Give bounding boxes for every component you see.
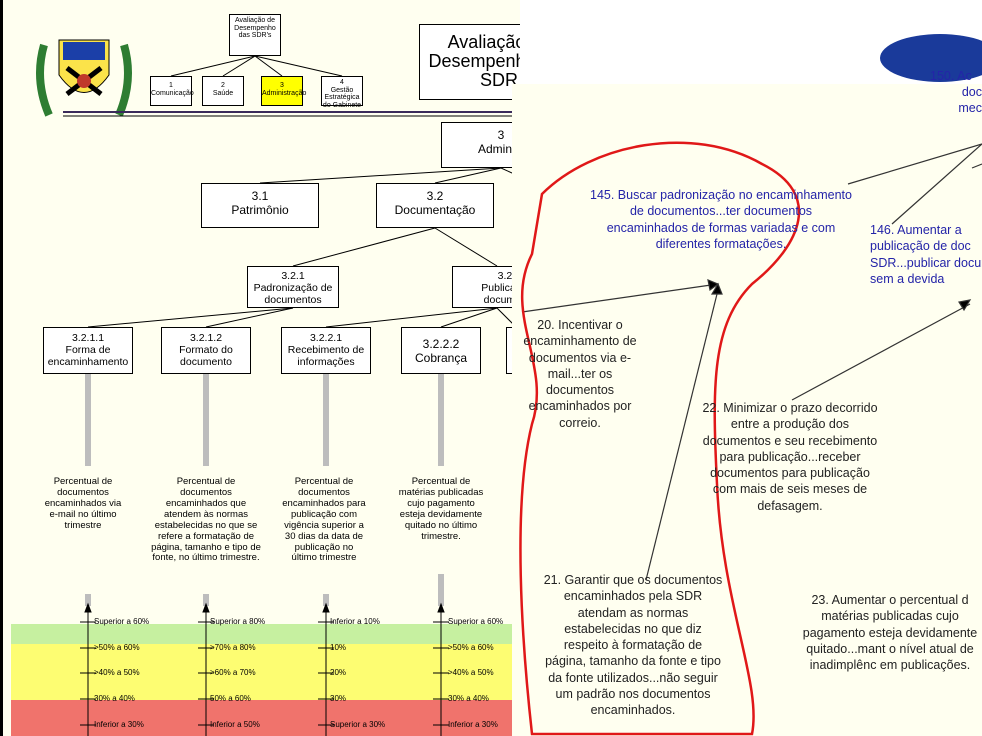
- tick-label: >70% a 80%: [210, 643, 256, 652]
- tick-label: Superior a 60%: [448, 617, 504, 626]
- tick-label: 30%: [330, 694, 347, 703]
- node-3-2[interactable]: 3.2 Documentação: [376, 183, 494, 228]
- indicator-text-2: Percentual de documentos encaminhados qu…: [151, 476, 261, 564]
- mini-tab-2[interactable]: 2 Saúde: [202, 76, 244, 106]
- node-3-2-2-1[interactable]: 3.2.2.1 Recebimento de informações: [281, 327, 371, 374]
- mini-tab-label: Comunicação: [151, 89, 194, 97]
- mini-tab-num: 1: [169, 82, 173, 89]
- node-label: Forma de encaminhamento: [47, 344, 129, 369]
- node-label: Recebimento de informações: [287, 344, 365, 369]
- tick-label: Inferior a 30%: [94, 720, 144, 729]
- node-label: Publicaç docume: [481, 282, 520, 307]
- main-title-box: Avaliação de Desempenho das SDR: [419, 24, 520, 100]
- mini-tab-label: Gestão Estratégica do Gabinete: [322, 86, 362, 110]
- band-2: [11, 644, 520, 700]
- node-num: 3.2.1.2: [189, 332, 223, 344]
- tick-label: >40% a 50%: [94, 668, 140, 677]
- node-label: Patrimônio: [231, 202, 289, 217]
- node-num: 3: [497, 128, 505, 142]
- node-145[interactable]: 145. Buscar padronização no encaminhamen…: [590, 188, 852, 251]
- tick-label: Superior a 30%: [330, 720, 386, 729]
- indicator-text-1: Percentual de documentos encaminhados vi…: [44, 476, 122, 531]
- indicator-text-4: Percentual de matérias publicadas cujo p…: [398, 476, 484, 542]
- value-tree-panel: Avaliação de Desempenho das SDR's 1 Comu…: [0, 0, 520, 736]
- node-22[interactable]: 22. Minimizar o prazo decorrido entre a …: [702, 401, 878, 513]
- mini-tab-label: Administração: [262, 89, 307, 97]
- node-3-2-1-2[interactable]: 3.2.1.2 Formato do documento: [161, 327, 251, 374]
- mini-tab-num: 4: [340, 79, 344, 86]
- node-num: 3.2.1: [281, 270, 305, 282]
- node-3-2-2[interactable]: 3.2.2 Publicaç docume: [452, 266, 520, 308]
- node-num: 3.2: [426, 189, 444, 203]
- logo-area: 150. Ac: [860, 0, 982, 84]
- tick-label: >50% a 60%: [448, 643, 494, 652]
- node-20[interactable]: 20. Incentivar o encaminhamento de docum…: [523, 318, 637, 430]
- node-level1[interactable]: 3 Administ: [441, 122, 520, 168]
- node-num: 3.1: [251, 189, 269, 203]
- tick-label: >40% a 50%: [448, 668, 494, 677]
- band-3: [11, 700, 520, 736]
- mini-tab-3[interactable]: 3 Administração: [261, 76, 307, 106]
- tick-label: 30% a 40%: [94, 694, 135, 703]
- tick-label: Inferior a 10%: [330, 617, 380, 626]
- tree-connectors: [63, 55, 520, 736]
- indicator-text-3: Percentual de documentos encaminhados pa…: [282, 476, 366, 564]
- mini-tab-4[interactable]: 4 Gestão Estratégica do Gabinete: [321, 76, 363, 109]
- tick-label: >50% a 60%: [94, 643, 140, 652]
- mini-title: Avaliação de Desempenho das SDR's: [234, 17, 276, 40]
- highlight-loop: [519, 141, 801, 736]
- node-3-2-1[interactable]: 3.2.1 Padronização de documentos: [247, 266, 339, 308]
- node-150-text: 150. Ac: [930, 69, 972, 83]
- concept-map-lines: [519, 141, 982, 736]
- main-title: Avaliação de Desempenho das SDR: [428, 32, 520, 90]
- node-num: 3.2.2.1: [309, 332, 343, 344]
- mini-tab-1[interactable]: 1 Comunicação: [150, 76, 194, 106]
- band-1: [11, 624, 520, 644]
- tick-label: 10%: [330, 643, 347, 652]
- tick-label: >60% a 70%: [210, 668, 256, 677]
- mini-tab-num: 3: [280, 82, 284, 89]
- tick-label: 20%: [330, 668, 347, 677]
- node-label: Administ: [477, 141, 520, 156]
- tick-label: 30% a 40%: [448, 694, 489, 703]
- node-3-2-2-2[interactable]: 3.2.2.2 Cobrança: [401, 327, 481, 374]
- crest-icon: [36, 39, 132, 117]
- node-23[interactable]: 23. Aumentar o percentual d matérias pub…: [802, 593, 978, 672]
- node-label: Padronização de documentos: [253, 282, 333, 307]
- node-3-2-1-1[interactable]: 3.2.1.1 Forma de encaminhamento: [43, 327, 133, 374]
- tick-label: Superior a 60%: [94, 617, 150, 626]
- mini-title-box: Avaliação de Desempenho das SDR's: [229, 14, 281, 56]
- node-21[interactable]: 21. Garantir que os documentos encaminha…: [543, 573, 723, 717]
- tick-label: Inferior a 30%: [448, 720, 498, 729]
- mini-tab-num: 2: [221, 82, 225, 89]
- tick-label: Inferior a 50%: [210, 720, 260, 729]
- mini-tab-label: Saúde: [212, 89, 234, 97]
- node-3-1[interactable]: 3.1 Patrimônio: [201, 183, 319, 228]
- tick-label: 50% a 60%: [210, 694, 251, 703]
- node-146[interactable]: 146. Aumentar a publicação de doc SDR...…: [870, 223, 982, 286]
- tick-label: Superior a 80%: [210, 617, 266, 626]
- node-num: 3.2.1.1: [71, 332, 105, 344]
- node-label: Cobrança: [414, 350, 468, 365]
- node-label: Formato do documento: [179, 344, 233, 369]
- node-label: Documentação: [394, 202, 476, 217]
- logo-icon: [880, 34, 982, 82]
- node-num: 3.2.2.2: [422, 337, 460, 351]
